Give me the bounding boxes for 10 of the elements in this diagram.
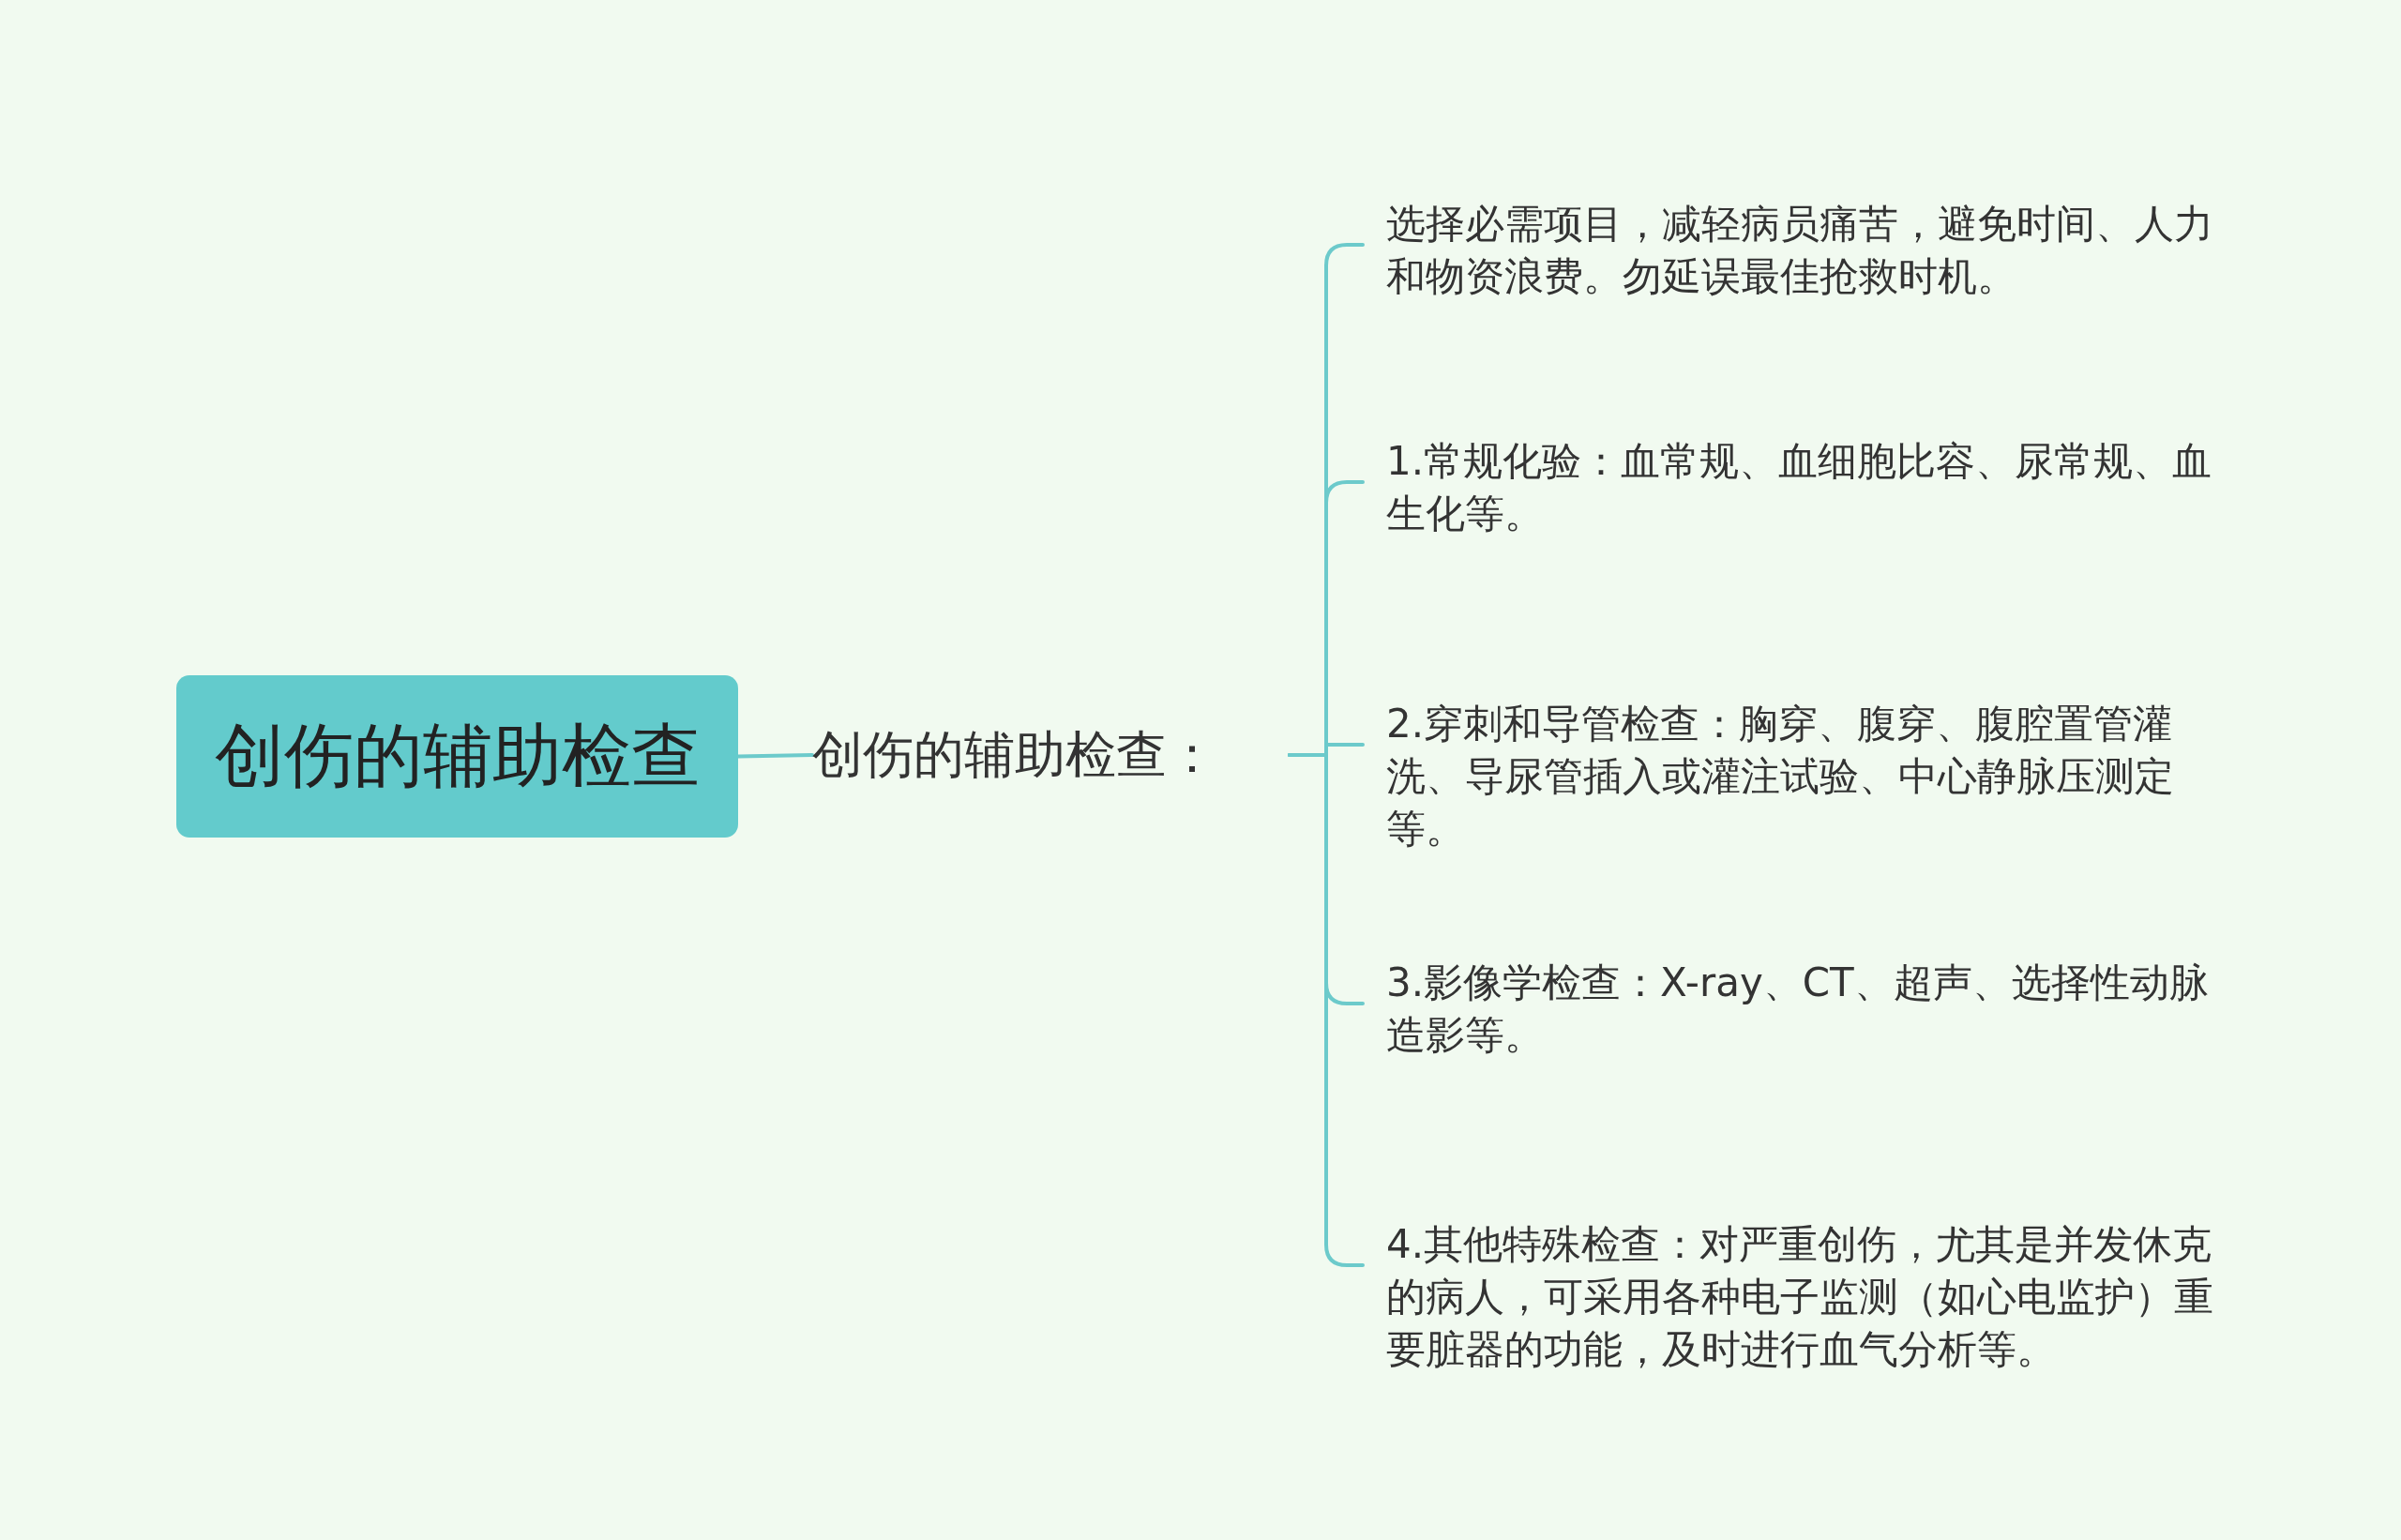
- connector-line: [1288, 753, 1365, 1267]
- root-topic-box: [176, 675, 738, 838]
- topic-text: 创伤的辅助检查: [214, 713, 701, 797]
- detail-text: 2.穿刺和导管检查：胸穿、腹穿、腹腔置管灌洗、导尿管插入或灌注试验、中心静脉压测定等。: [1386, 701, 2174, 852]
- detail-text: 1.常规化验：血常规、血细胞比容、尿常规、血生化等。: [1386, 438, 2212, 536]
- detail-text: 3.影像学检查：X-ray、CT、超声、选择性动脉造影等。: [1386, 959, 2209, 1058]
- topic-label: 创伤的辅助检查：: [812, 723, 1217, 786]
- detail-text: 选择必需项目，减轻病员痛苦，避免时间、人力和物资浪费。勿延误最佳抢救时机。: [1386, 201, 2213, 299]
- detail-text: 4.其他特殊检查：对严重创伤，尤其是并发休克的病人，可采用各种电子监测（如心电监护）重要脏器的功能，及时进行血气分析等。: [1386, 1221, 2213, 1372]
- connector-line: [736, 753, 814, 759]
